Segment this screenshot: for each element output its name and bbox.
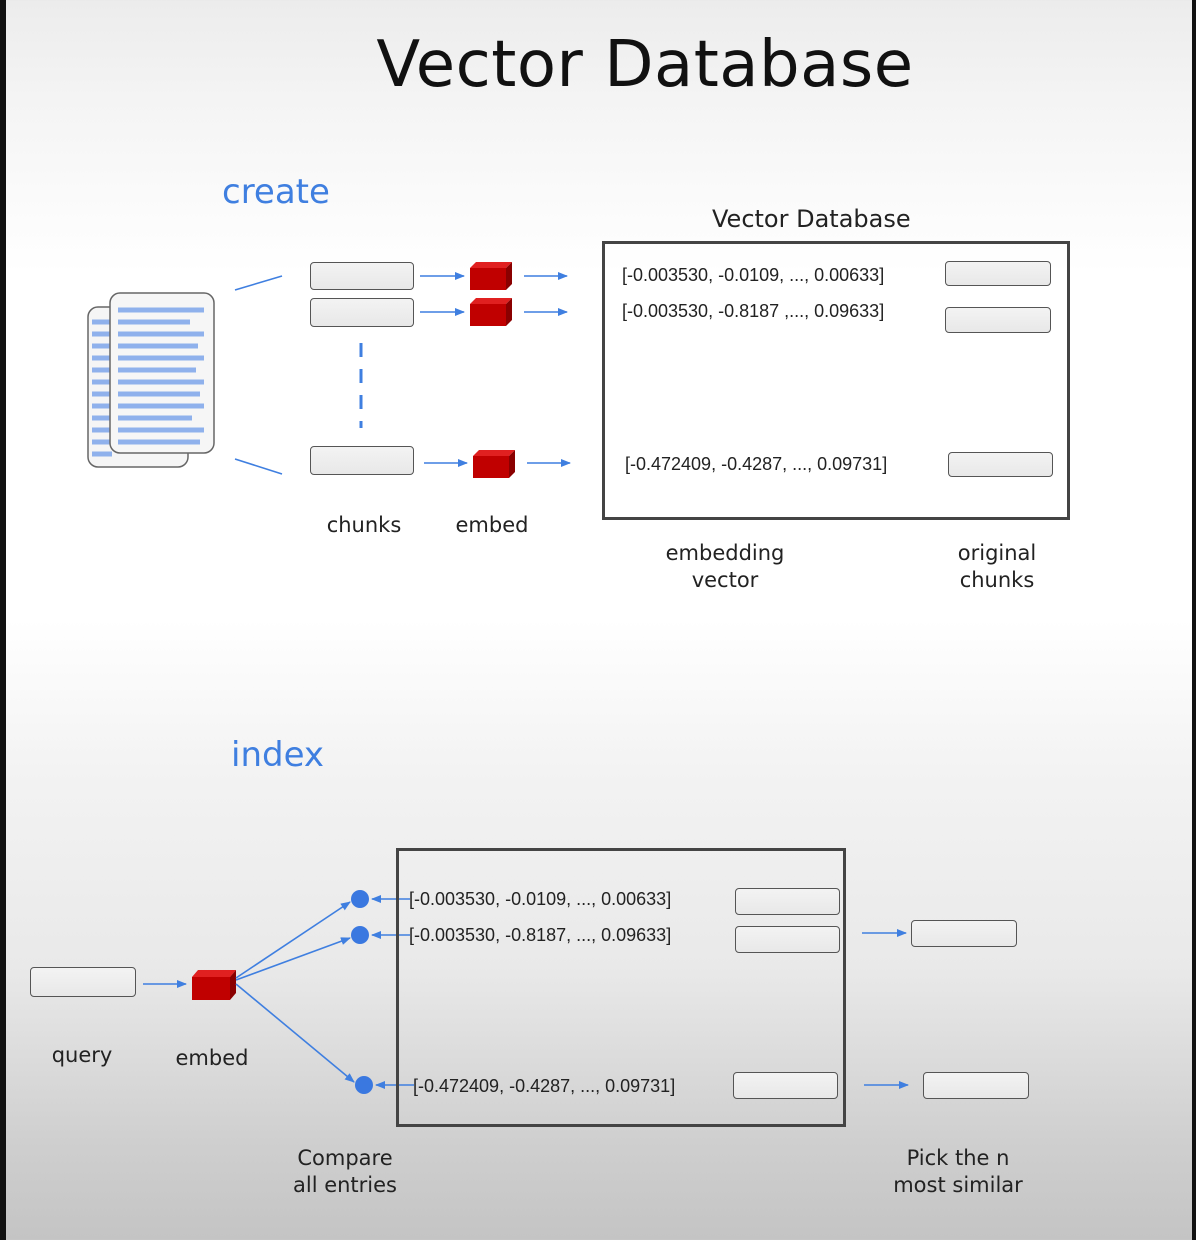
index-embed-label: embed bbox=[175, 1046, 249, 1070]
compare-label: Compare all entries bbox=[292, 1146, 397, 1197]
page-title: Vector Database bbox=[376, 28, 914, 102]
result-chunk-n bbox=[923, 1072, 1029, 1099]
index-vector-2: [-0.003530, -0.8187, ..., 0.09633] bbox=[409, 925, 672, 945]
create-chunk-2 bbox=[310, 298, 414, 327]
right-frame-edge bbox=[1192, 0, 1196, 1240]
index-vector-database-box bbox=[396, 848, 846, 1127]
original-chunk-1 bbox=[945, 261, 1051, 286]
cube-icon bbox=[473, 450, 515, 478]
cube-icon bbox=[470, 298, 512, 326]
embedding-vector-2: [-0.003530, -0.8187 ,..., 0.09633] bbox=[622, 301, 885, 321]
index-vector-n: [-0.472409, -0.4287, ..., 0.09731] bbox=[413, 1076, 676, 1096]
dot-icon bbox=[351, 926, 369, 944]
left-frame-edge bbox=[0, 0, 6, 1240]
cube-icon bbox=[192, 970, 236, 1000]
index-original-chunk-2 bbox=[735, 926, 840, 953]
original-chunks-label: original chunks bbox=[957, 541, 1037, 592]
index-original-chunk-n bbox=[733, 1072, 838, 1099]
create-chunk-1 bbox=[310, 262, 414, 290]
embedding-vector-label: embedding vector bbox=[665, 541, 785, 592]
create-chunk-n bbox=[310, 446, 414, 475]
embed-label: embed bbox=[455, 513, 529, 537]
chunks-label: chunks bbox=[326, 513, 402, 537]
index-vector-1: [-0.003530, -0.0109, ..., 0.00633] bbox=[409, 889, 672, 909]
query-chunk bbox=[30, 967, 136, 997]
pick-label: Pick the n most similar bbox=[893, 1146, 1023, 1197]
create-section-label: create bbox=[222, 172, 330, 212]
original-chunk-n bbox=[948, 452, 1053, 477]
result-chunk-1 bbox=[911, 920, 1017, 947]
index-section-label: index bbox=[231, 735, 325, 775]
vector-db-title: Vector Database bbox=[712, 205, 911, 233]
cube-icon bbox=[470, 262, 512, 290]
dot-icon bbox=[355, 1076, 373, 1094]
dot-icon bbox=[351, 890, 369, 908]
index-original-chunk-1 bbox=[735, 888, 840, 915]
query-label: query bbox=[51, 1043, 113, 1067]
embedding-vector-n: [-0.472409, -0.4287, ..., 0.09731] bbox=[625, 454, 888, 474]
original-chunk-2 bbox=[945, 307, 1051, 333]
vector-database-box bbox=[602, 241, 1070, 520]
embedding-vector-1: [-0.003530, -0.0109, ..., 0.00633] bbox=[622, 265, 885, 285]
